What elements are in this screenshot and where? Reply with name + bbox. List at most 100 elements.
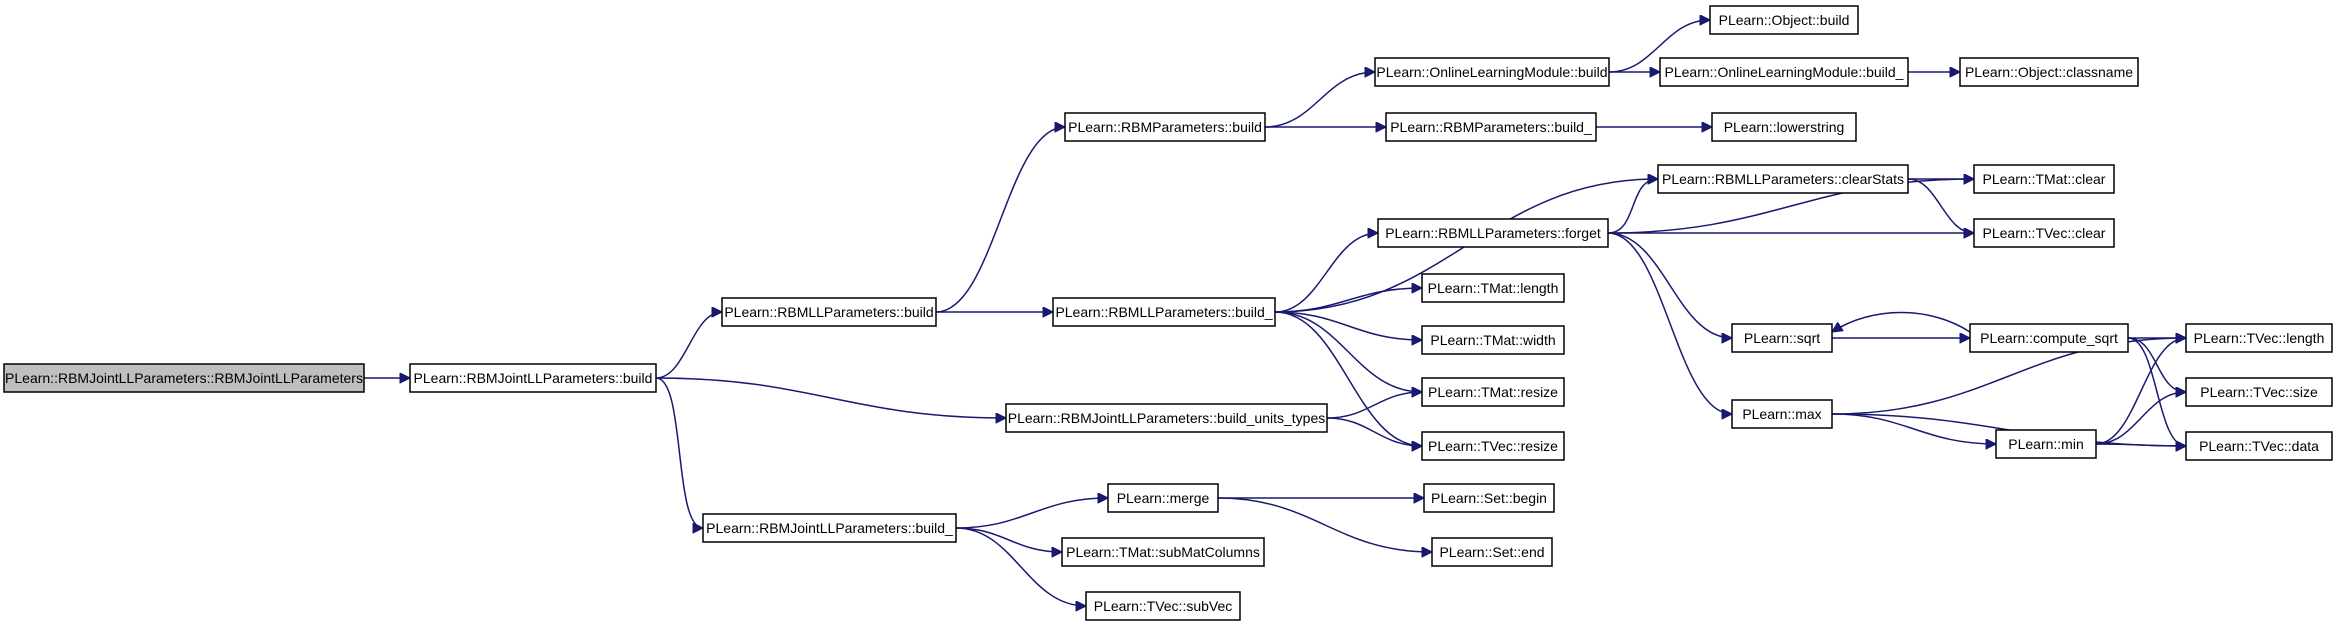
node-box[interactable] (2185, 323, 2333, 353)
node-label: PLearn::sqrt (1744, 330, 1820, 346)
edge-forget-to-clearstats (1607, 179, 1659, 234)
node-set-end[interactable]: PLearn::Set::end (1431, 537, 1553, 567)
node-box[interactable] (1061, 537, 1265, 567)
node-box[interactable] (1731, 323, 1833, 353)
node-label: PLearn::TMat::width (1430, 332, 1555, 348)
node-label: PLearn::Set::begin (1431, 490, 1547, 506)
edge-olm-build-to-object-build (1608, 20, 1710, 73)
node-box[interactable] (1995, 429, 2097, 459)
edge-clearstats-to-tvec-clear (1907, 178, 1975, 233)
node-rbmjoint-build[interactable]: PLearn::RBMJointLLParameters::build (409, 363, 657, 393)
node-label: PLearn::RBMLLParameters::build (724, 304, 933, 320)
node-tmat-resize[interactable]: PLearn::TMat::resize (1421, 377, 1565, 407)
node-label: PLearn::TVec::data (2199, 438, 2319, 454)
node-label: PLearn::RBMJointLLParameters::build_ (706, 520, 953, 536)
node-tvec-resize[interactable]: PLearn::TVec::resize (1421, 431, 1565, 461)
node-subvec[interactable]: PLearn::TVec::subVec (1085, 591, 1241, 621)
node-box[interactable] (1377, 218, 1609, 248)
node-box[interactable] (1969, 323, 2129, 353)
edge-rbmll-build-underscore-to-tmat-width (1274, 311, 1422, 340)
node-box[interactable] (3, 363, 365, 393)
edge-min-to-tvec-size (2095, 392, 2186, 445)
edge-rbmjoint-build-underscore-to-submatcolumns (955, 527, 1062, 552)
node-tmat-length[interactable]: PLearn::TMat::length (1421, 273, 1565, 303)
node-box[interactable] (2185, 377, 2333, 407)
edge-forget-to-tmat-clear (1607, 179, 1974, 234)
node-box[interactable] (1709, 5, 1859, 35)
node-tvec-clear[interactable]: PLearn::TVec::clear (1973, 218, 2115, 248)
node-rbmll-build-underscore[interactable]: PLearn::RBMLLParameters::build_ (1052, 297, 1276, 327)
node-label: PLearn::compute_sqrt (1980, 330, 2118, 346)
node-box[interactable] (1385, 112, 1597, 142)
node-box[interactable] (1421, 273, 1565, 303)
node-tmat-clear[interactable]: PLearn::TMat::clear (1973, 164, 2115, 194)
edge-rbmjoint-build-underscore-to-subvec (955, 527, 1086, 606)
node-box[interactable] (409, 363, 657, 393)
node-box[interactable] (1711, 112, 1857, 142)
node-box[interactable] (1959, 57, 2139, 87)
node-tvec-size[interactable]: PLearn::TVec::size (2185, 377, 2333, 407)
node-rbmll-build[interactable]: PLearn::RBMLLParameters::build (721, 297, 937, 327)
node-rbmjoint-build-underscore[interactable]: PLearn::RBMJointLLParameters::build_ (702, 513, 957, 543)
node-box[interactable] (1107, 483, 1219, 513)
node-box[interactable] (1052, 297, 1276, 327)
edge-max-to-min (1831, 413, 1996, 444)
node-submatcolumns[interactable]: PLearn::TMat::subMatColumns (1061, 537, 1265, 567)
node-box[interactable] (1431, 537, 1553, 567)
node-label: PLearn::lowerstring (1724, 119, 1845, 135)
node-box[interactable] (1423, 483, 1555, 513)
node-label: PLearn::TVec::subVec (1094, 598, 1233, 614)
node-merge[interactable]: PLearn::merge (1107, 483, 1219, 513)
node-box[interactable] (1973, 164, 2115, 194)
node-label: PLearn::TVec::clear (1983, 225, 2106, 241)
node-rbmjoint-ctor[interactable]: PLearn::RBMJointLLParameters::RBMJointLL… (3, 363, 365, 393)
node-tvec-data[interactable]: PLearn::TVec::data (2185, 431, 2333, 461)
node-lowerstring[interactable]: PLearn::lowerstring (1711, 112, 1857, 142)
node-clearstats[interactable]: PLearn::RBMLLParameters::clearStats (1657, 164, 1909, 194)
node-tmat-width[interactable]: PLearn::TMat::width (1421, 325, 1565, 355)
node-box[interactable] (1421, 377, 1565, 407)
node-build-units-types[interactable]: PLearn::RBMJointLLParameters::build_unit… (1005, 403, 1328, 433)
node-label: PLearn::Object::classname (1965, 64, 2133, 80)
node-tvec-length[interactable]: PLearn::TVec::length (2185, 323, 2333, 353)
node-rbmparams-build-underscore[interactable]: PLearn::RBMParameters::build_ (1385, 112, 1597, 142)
node-box[interactable] (702, 513, 957, 543)
node-box[interactable] (721, 297, 937, 327)
node-box[interactable] (1973, 218, 2115, 248)
node-box[interactable] (2185, 431, 2333, 461)
node-box[interactable] (1657, 164, 1909, 194)
node-olm-build-underscore[interactable]: PLearn::OnlineLearningModule::build_ (1659, 57, 1909, 87)
edge-merge-to-set-end (1217, 497, 1432, 552)
edge-forget-to-max (1607, 232, 1732, 414)
node-object-build[interactable]: PLearn::Object::build (1709, 5, 1859, 35)
node-box[interactable] (1064, 112, 1266, 142)
node-compute-sqrt[interactable]: PLearn::compute_sqrt (1969, 323, 2129, 353)
node-box[interactable] (1085, 591, 1241, 621)
node-box[interactable] (1731, 399, 1833, 429)
node-label: PLearn::OnlineLearningModule::build (1376, 64, 1607, 80)
node-box[interactable] (1374, 57, 1610, 87)
node-box[interactable] (1659, 57, 1909, 87)
node-min[interactable]: PLearn::min (1995, 429, 2097, 459)
node-set-begin[interactable]: PLearn::Set::begin (1423, 483, 1555, 513)
node-label: PLearn::RBMLLParameters::clearStats (1662, 171, 1904, 187)
node-rbmparams-build[interactable]: PLearn::RBMParameters::build (1064, 112, 1266, 142)
node-box[interactable] (1005, 403, 1328, 433)
edge-build-units-types-to-tmat-resize (1326, 392, 1422, 419)
node-label: PLearn::TVec::size (2200, 384, 2318, 400)
edge-compute-sqrt-to-tvec-size (2127, 337, 2187, 392)
node-olm-build[interactable]: PLearn::OnlineLearningModule::build (1374, 57, 1610, 87)
node-label: PLearn::TMat::clear (1983, 171, 2106, 187)
node-label: PLearn::merge (1117, 490, 1210, 506)
node-box[interactable] (1421, 325, 1565, 355)
node-object-classname[interactable]: PLearn::Object::classname (1959, 57, 2139, 87)
node-box[interactable] (1421, 431, 1565, 461)
node-label: PLearn::RBMJointLLParameters::build_unit… (1008, 410, 1326, 426)
node-forget[interactable]: PLearn::RBMLLParameters::forget (1377, 218, 1609, 248)
edge-build-units-types-to-tvec-resize (1326, 417, 1422, 446)
edge-rbmll-build-underscore-to-tmat-length (1274, 288, 1422, 313)
node-label: PLearn::RBMLLParameters::forget (1385, 225, 1601, 241)
node-sqrt[interactable]: PLearn::sqrt (1731, 323, 1833, 353)
edge-min-to-tvec-data (2095, 444, 2186, 446)
node-max[interactable]: PLearn::max (1731, 399, 1833, 429)
